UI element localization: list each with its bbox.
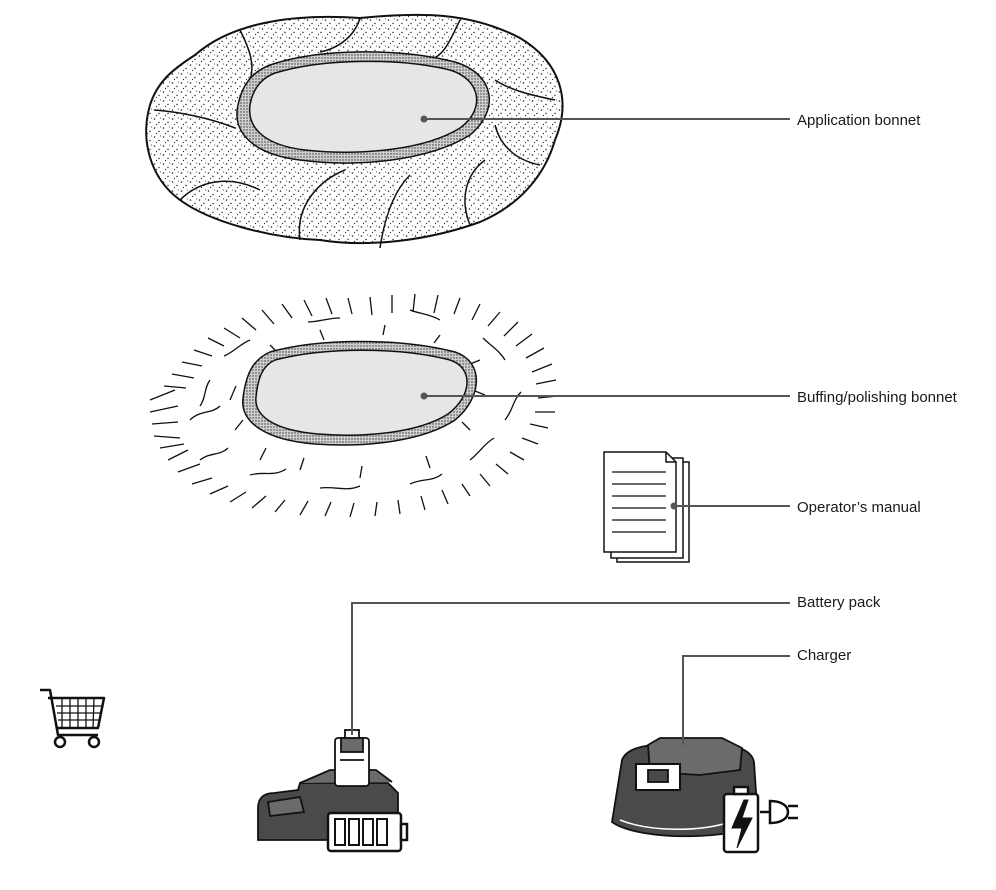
operators-manual-icon <box>603 451 690 563</box>
battery-full-icon <box>326 811 409 853</box>
leader-battery-pack <box>351 602 790 735</box>
buffing-bonnet-illustration <box>149 293 559 518</box>
leader-charger <box>682 655 790 745</box>
shopping-cart-icon <box>40 688 106 749</box>
label-charger: Charger <box>797 647 852 664</box>
label-operators-manual: Operator’s manual <box>797 499 921 516</box>
label-application-bonnet: Application bonnet <box>797 112 921 129</box>
label-battery-pack: Battery pack <box>797 594 881 611</box>
application-bonnet-illustration <box>145 13 564 249</box>
label-buffing-bonnet: Buffing/polishing bonnet <box>797 389 957 406</box>
power-plug-icon <box>760 799 798 825</box>
charger-illustration <box>611 737 759 838</box>
leader-lines <box>351 115 790 745</box>
charging-bolt-icon <box>722 785 760 854</box>
